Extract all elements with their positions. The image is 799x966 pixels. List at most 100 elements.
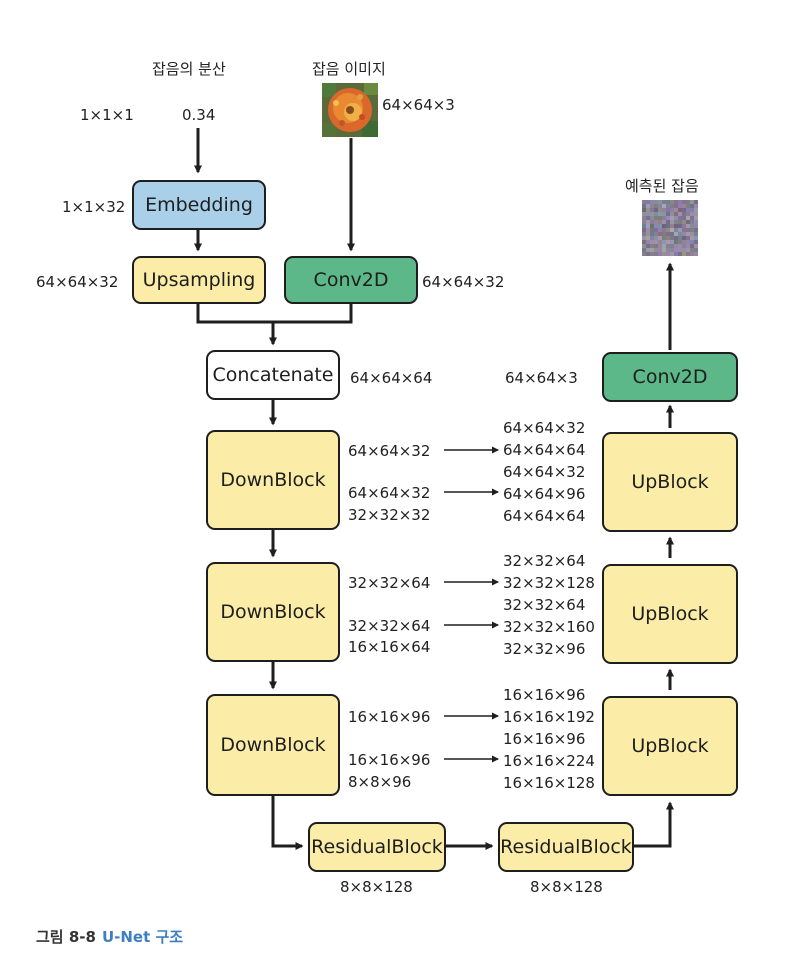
noise-pixel (642, 232, 646, 236)
noise-pixel (670, 232, 674, 236)
noise-pixel (686, 252, 690, 256)
noise-pixel (690, 224, 694, 228)
noise-pixel (674, 216, 678, 220)
noise-pixel (686, 200, 690, 204)
noise-pixel (690, 244, 694, 248)
noise-pixel (670, 244, 674, 248)
noise-pixel (646, 232, 650, 236)
noise-pixel (674, 248, 678, 252)
caption-text: U-Net 구조 (101, 928, 184, 946)
up3-line-1: 64×64×32 (503, 419, 586, 437)
noise-pixel (666, 224, 670, 228)
down3-skip-a-label: 16×16×96 (348, 708, 431, 726)
up2-line-2: 32×32×128 (503, 574, 595, 592)
noise-pixel (662, 212, 666, 216)
residualblock-2: ResidualBlock (498, 822, 634, 872)
noise-pixel (686, 208, 690, 212)
noise-pixel (654, 224, 658, 228)
noise-pixel (682, 228, 686, 232)
caption-number: 그림 8-8 (36, 928, 96, 946)
downblock-3: DownBlock (206, 694, 340, 796)
noise-pixel (662, 220, 666, 224)
noise-pixel (650, 220, 654, 224)
down1-out-label: 32×32×32 (348, 506, 431, 524)
noise-pixel (670, 236, 674, 240)
noise-pixel (658, 232, 662, 236)
noise-pixel (646, 200, 650, 204)
noise-pixel (642, 228, 646, 232)
noise-pixel (670, 224, 674, 228)
noise-pixel (694, 208, 698, 212)
noise-pixel (666, 200, 670, 204)
down2-out-label: 16×16×64 (348, 638, 431, 656)
noise-pixel (662, 208, 666, 212)
noise-pixel (666, 240, 670, 244)
noise-pixel (662, 244, 666, 248)
noise-pixel (670, 248, 674, 252)
noise-pixel (682, 216, 686, 220)
embedding-shape-label: 1×1×32 (62, 198, 126, 216)
noise-pixel (658, 240, 662, 244)
noise-pixel (682, 220, 686, 224)
noise-pixel (658, 228, 662, 232)
noise-pixel (654, 228, 658, 232)
noise-pixel (658, 216, 662, 220)
noise-pixel (686, 220, 690, 224)
noise-pixel (670, 204, 674, 208)
noise-pixel (654, 220, 658, 224)
noise-pixel (694, 200, 698, 204)
noise-pixel (654, 244, 658, 248)
noise-pixel (662, 216, 666, 220)
noise-pixel (670, 208, 674, 212)
image-shape-label: 64×64×3 (382, 96, 455, 114)
noise-pixel (666, 236, 670, 240)
noise-pixel (690, 204, 694, 208)
embedding-block: Embedding (132, 180, 266, 230)
noise-pixel (654, 240, 658, 244)
noise-pixel (682, 232, 686, 236)
noise-pixel (658, 236, 662, 240)
up1-line-5: 16×16×128 (503, 774, 595, 792)
noise-pixel (674, 220, 678, 224)
noise-pixel (674, 236, 678, 240)
noise-pixel (682, 240, 686, 244)
res2-shape-label: 8×8×128 (530, 878, 603, 896)
figure-caption: 그림 8-8 U-Net 구조 (36, 926, 183, 947)
noise-pixel (650, 200, 654, 204)
noise-pixel (694, 224, 698, 228)
conv2d-in-shape-label: 64×64×32 (422, 273, 505, 291)
noise-pixel (666, 208, 670, 212)
concat-shape-label: 64×64×64 (350, 369, 433, 387)
noise-pixel (678, 248, 682, 252)
noise-pixel (674, 212, 678, 216)
up1-line-2: 16×16×192 (503, 708, 595, 726)
noise-pixel (690, 248, 694, 252)
noise-pixel (654, 200, 658, 204)
noise-pixel (686, 228, 690, 232)
noise-pixel (650, 228, 654, 232)
noise-pixel (662, 236, 666, 240)
noise-pixel (654, 216, 658, 220)
noise-pixel (642, 216, 646, 220)
noise-pixel (654, 252, 658, 256)
up1-line-3: 16×16×96 (503, 730, 586, 748)
noise-image (322, 83, 378, 137)
noise-pixel (650, 252, 654, 256)
noise-pixel (650, 204, 654, 208)
down3-skip-b-label: 16×16×96 (348, 751, 431, 769)
noise-pixel (658, 252, 662, 256)
edge-down3-res1 (271, 796, 304, 850)
noise-pixel (690, 228, 694, 232)
noise-pixel (690, 208, 694, 212)
noise-pixel (646, 236, 650, 240)
noise-pixel (674, 200, 678, 204)
noise-pixel (650, 236, 654, 240)
noise-pixel (666, 216, 670, 220)
down2-skip-b-label: 32×32×64 (348, 617, 431, 635)
noise-pixel (646, 248, 650, 252)
noise-pixel (670, 240, 674, 244)
variance-value-label: 0.34 (182, 106, 216, 124)
noise-pixel (690, 252, 694, 256)
noise-pixel (686, 248, 690, 252)
noise-pixel (646, 208, 650, 212)
